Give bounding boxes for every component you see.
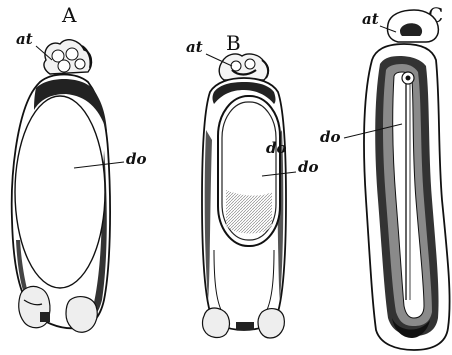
label-do-b: do	[266, 139, 287, 157]
panel-b: B at do do	[186, 31, 319, 338]
label-at-a: at	[16, 30, 33, 48]
panel-a-yolk	[15, 96, 105, 288]
panel-a-head	[44, 40, 92, 74]
panel-letter-a: A	[61, 3, 77, 27]
panel-letter-b: B	[226, 31, 241, 55]
panel-c-head	[387, 10, 438, 42]
label-at-b: at	[186, 38, 203, 56]
label-do-a: do	[126, 150, 147, 168]
panel-b-head	[219, 54, 268, 80]
panel-a: A at do	[12, 3, 147, 332]
panel-c: C at do	[320, 3, 450, 350]
label-at-c: at	[362, 10, 379, 28]
label-do-b2: do	[298, 158, 319, 176]
label-do-c: do	[320, 128, 341, 146]
